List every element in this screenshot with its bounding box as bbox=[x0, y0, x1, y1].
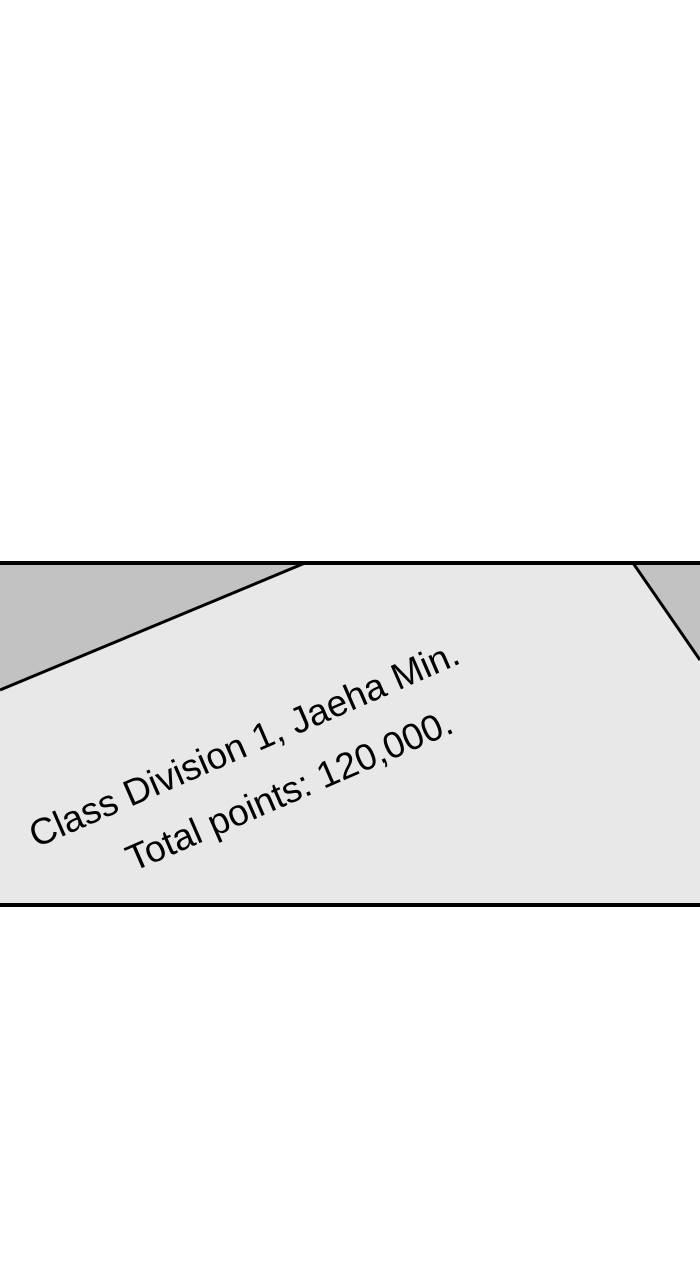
paper-right-edge bbox=[631, 562, 700, 661]
paper-sheet bbox=[0, 563, 700, 905]
paper-left-edge bbox=[0, 561, 306, 692]
